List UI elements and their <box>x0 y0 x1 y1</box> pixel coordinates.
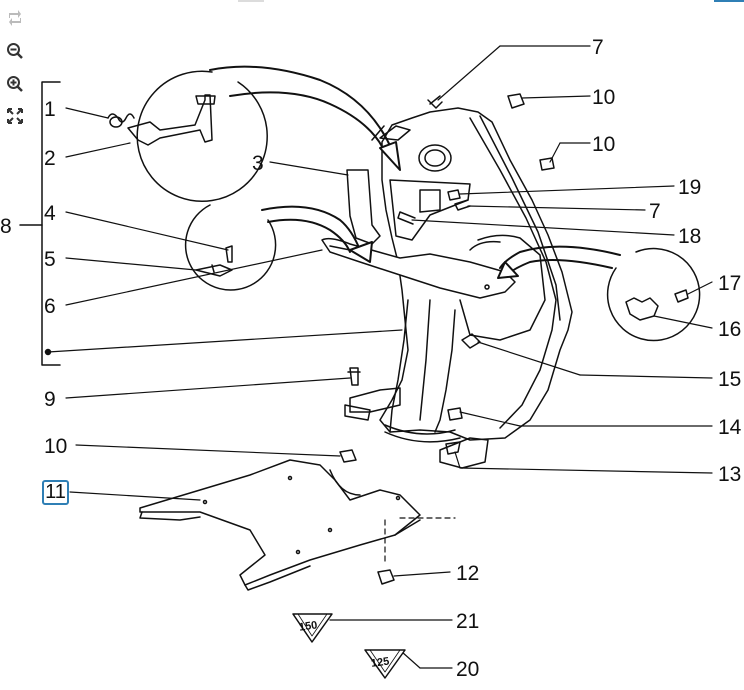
zoom-in-button[interactable] <box>3 72 27 96</box>
part-label-3: 3 <box>252 152 264 175</box>
leader-lines <box>47 45 713 669</box>
part-label-21: 21 <box>456 610 479 633</box>
fasteners <box>339 93 555 585</box>
part-label-1: 1 <box>44 98 56 121</box>
part-label-11-selected[interactable]: 11 <box>42 480 69 505</box>
part-label-6: 6 <box>44 295 56 318</box>
fit-to-screen-icon <box>7 108 23 124</box>
rotate-button[interactable] <box>3 6 27 30</box>
part-label-12: 12 <box>456 562 479 585</box>
detail-arrows <box>209 65 621 279</box>
zoom-in-icon <box>7 76 23 92</box>
part-label-9: 9 <box>44 388 56 411</box>
detail-circle-latch <box>184 204 277 291</box>
top-scroll-marker <box>238 0 264 2</box>
part-label-8: 8 <box>0 215 12 238</box>
part-label-18: 18 <box>678 225 701 248</box>
part-label-4: 4 <box>44 202 56 225</box>
part-3-frame <box>346 169 381 245</box>
part-label-5: 5 <box>44 248 56 271</box>
part-label-10-middle: 10 <box>592 133 615 156</box>
zoom-out-button[interactable] <box>3 39 27 63</box>
part-label-20: 20 <box>456 658 479 681</box>
assembly-bracket <box>41 81 61 366</box>
zoom-out-icon <box>7 43 23 59</box>
part-label-10-lower: 10 <box>44 435 67 458</box>
part-label-15: 15 <box>718 368 741 391</box>
variant-125-label: 125 <box>370 655 390 669</box>
part-label-16: 16 <box>718 318 741 341</box>
rotate-icon <box>9 10 21 26</box>
assembly-dot <box>44 348 52 356</box>
viewer-toolbar <box>0 0 30 135</box>
variant-150-label: 150 <box>298 619 318 633</box>
part-11-floor-mat <box>139 459 421 586</box>
part-label-13: 13 <box>718 463 741 486</box>
part-label-10-top: 10 <box>592 86 615 109</box>
part-labels: 1 2 3 4 5 6 7 7 8 9 10 10 10 12 13 14 15… <box>0 36 742 681</box>
part-label-7-top: 7 <box>592 36 604 59</box>
top-scroll-marker-active <box>714 0 744 2</box>
fit-to-screen-button[interactable] <box>3 104 27 128</box>
detail-circle-hinge <box>107 70 268 203</box>
part-label-7-right: 7 <box>649 200 661 223</box>
part-label-19: 19 <box>678 176 701 199</box>
part-label-14: 14 <box>718 416 742 439</box>
part-label-2: 2 <box>44 147 56 170</box>
detail-circle-clip <box>606 247 701 342</box>
part-label-17: 17 <box>718 272 741 295</box>
